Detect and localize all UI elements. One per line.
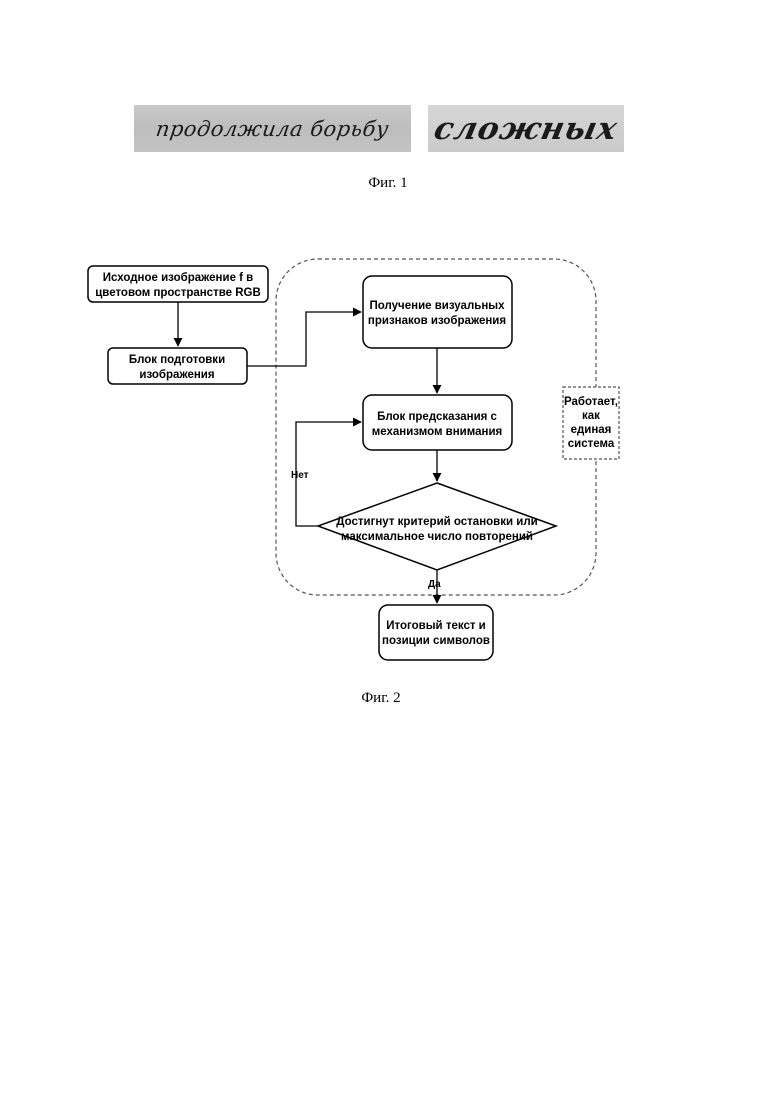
figure-1-caption: Фиг. 1 xyxy=(0,175,778,192)
node-attention-prediction-line-1: Блок предсказания с xyxy=(377,411,497,423)
node-input-image-line-2: цветовом пространстве RGB xyxy=(95,287,261,299)
node-final-output xyxy=(379,605,493,660)
edge-label-no: Нет xyxy=(291,470,309,481)
node-image-preparation-line-2: изображения xyxy=(139,369,214,381)
node-input-image-line-1: Исходное изображение f в xyxy=(103,272,254,284)
figure-2-caption: Фиг. 2 xyxy=(0,690,771,707)
node-final-output-line-1: Итоговый текст и xyxy=(386,620,486,632)
edge-prep-to-features xyxy=(247,312,361,366)
node-stop-criterion-line-1: Достигнут критерий остановки или xyxy=(336,516,537,528)
node-final-output-line-2: позиции символов xyxy=(382,635,490,647)
node-attention-prediction-line-2: механизмом внимания xyxy=(372,426,502,438)
system-note-line-1: Работает, xyxy=(564,396,618,408)
system-note-line-4: система xyxy=(568,438,615,450)
handwriting-sample-1: продолжила борьбу xyxy=(134,105,411,152)
handwriting-sample-2: сложных xyxy=(428,105,624,152)
handwriting-sample-1-text: продолжила борьбу xyxy=(134,105,411,152)
node-visual-features-line-1: Получение визуальных xyxy=(370,300,506,312)
node-stop-criterion-line-2: максимальное число повторений xyxy=(341,531,533,543)
handwriting-sample-2-text: сложных xyxy=(428,105,624,152)
system-note-line-3: единая xyxy=(571,424,612,436)
node-visual-features xyxy=(363,276,512,348)
edge-label-yes: Да xyxy=(428,579,441,590)
system-note-line-2: как xyxy=(582,410,600,422)
node-image-preparation-line-1: Блок подготовки xyxy=(129,354,225,366)
figure-1: продолжила борьбу сложных xyxy=(0,0,780,200)
figure-2-flowchart: Исходное изображение f в цветовом простр… xyxy=(0,240,780,680)
node-visual-features-line-2: признаков изображения xyxy=(368,315,506,327)
